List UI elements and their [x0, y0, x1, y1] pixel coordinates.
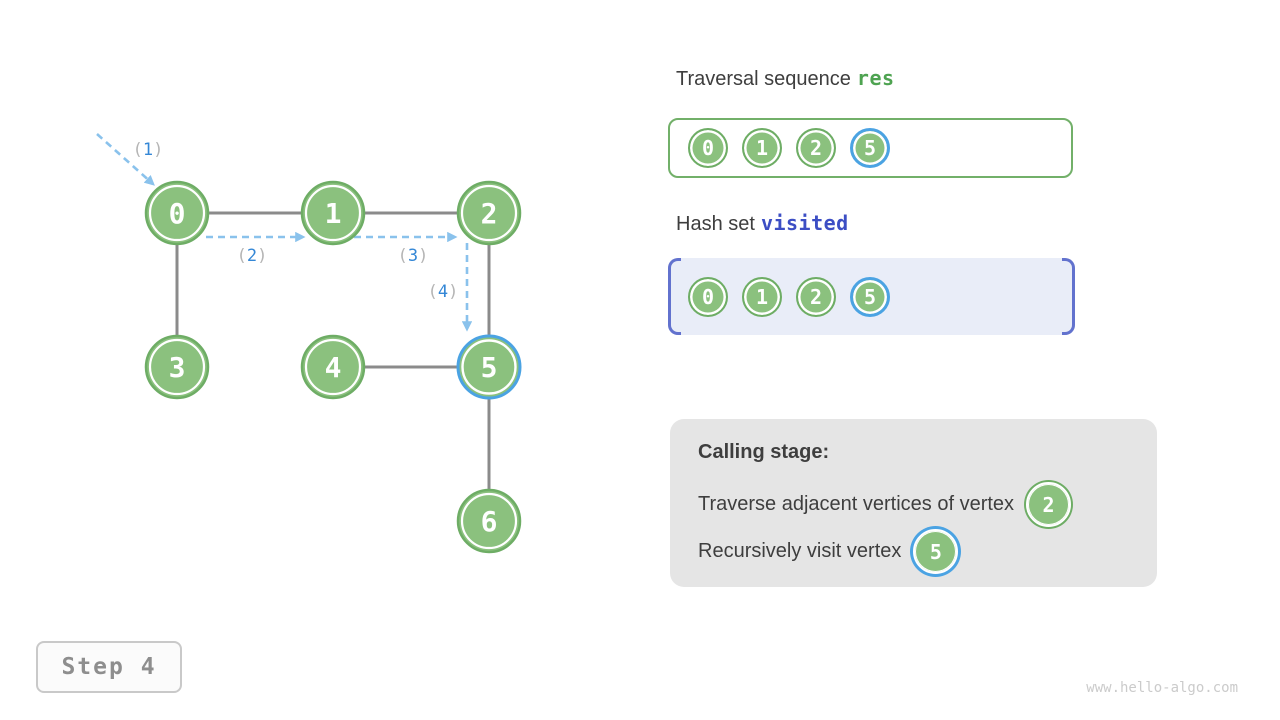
arrow-order-label-4: (4): [428, 282, 459, 302]
graph-node-1-label: 1: [325, 197, 342, 230]
arrow-order-label-2: (2): [237, 246, 268, 266]
calling-line-2-text: Recursively visit vertex: [698, 540, 902, 562]
graph-node-2-label: 2: [481, 197, 498, 230]
graph-node-6[interactable]: 6: [456, 488, 522, 554]
graph-node-4[interactable]: 4: [300, 334, 366, 400]
res-code-label: res: [856, 66, 895, 90]
res-item-3-highlighted: 5: [850, 128, 890, 168]
graph-edges: [175, 211, 491, 489]
arrow-order-label-3: (3): [398, 246, 429, 266]
calling-stage-heading: Calling stage:: [698, 441, 830, 463]
hash-set-title-text: Hash set: [676, 213, 755, 235]
visited-code-label: visited: [760, 211, 849, 235]
visited-item-0: 0: [688, 276, 728, 317]
res-item-0: 0: [688, 128, 728, 168]
calling-line-1-node: 2: [1026, 482, 1072, 527]
step-badge: Step 4: [36, 641, 182, 693]
graph-node-3[interactable]: 3: [144, 334, 210, 400]
graph-node-5-label: 5: [481, 351, 498, 384]
visited-item-3-highlighted: 5: [850, 276, 890, 317]
res-item-2: 2: [796, 128, 836, 168]
graph-node-2[interactable]: 2: [456, 180, 522, 246]
hash-set-left-bracket: [668, 258, 681, 335]
graph-node-6-label: 6: [481, 505, 498, 538]
traversal-arrow-1: [96, 133, 155, 186]
traversal-sequence-box: 0 1 2 5: [668, 118, 1073, 178]
calling-stage-line-1: Traverse adjacent vertices of vertex 2: [698, 482, 1129, 527]
traversal-arrows: [96, 133, 473, 332]
graph-node-0[interactable]: 0: [144, 180, 210, 246]
hash-set-right-bracket: [1062, 258, 1075, 335]
calling-stage-line-2: Recursively visit vertex 5: [698, 529, 1129, 574]
graph-node-4-label: 4: [325, 351, 342, 384]
graph-node-0-label: 0: [169, 197, 186, 230]
arrow-order-label-1: (1): [133, 140, 164, 160]
graph-node-1[interactable]: 1: [300, 180, 366, 246]
res-item-1: 1: [742, 128, 782, 168]
visited-item-1: 1: [742, 276, 782, 317]
traversal-sequence-title-text: Traversal sequence: [676, 68, 851, 90]
visited-item-2: 2: [796, 276, 836, 317]
calling-line-1-text: Traverse adjacent vertices of vertex: [698, 493, 1015, 515]
hash-set-box: 0 1 2 5: [668, 258, 1075, 335]
watermark: www.hello-algo.com: [1086, 680, 1238, 696]
graph-node-3-label: 3: [169, 351, 186, 384]
calling-stage-box: Calling stage: Traverse adjacent vertice…: [670, 419, 1157, 587]
graph-node-5-highlighted[interactable]: 5: [456, 334, 522, 400]
calling-line-2-node-highlighted: 5: [913, 529, 959, 574]
graph: (1) (2) (3) (4) 0 1 2: [96, 133, 522, 554]
